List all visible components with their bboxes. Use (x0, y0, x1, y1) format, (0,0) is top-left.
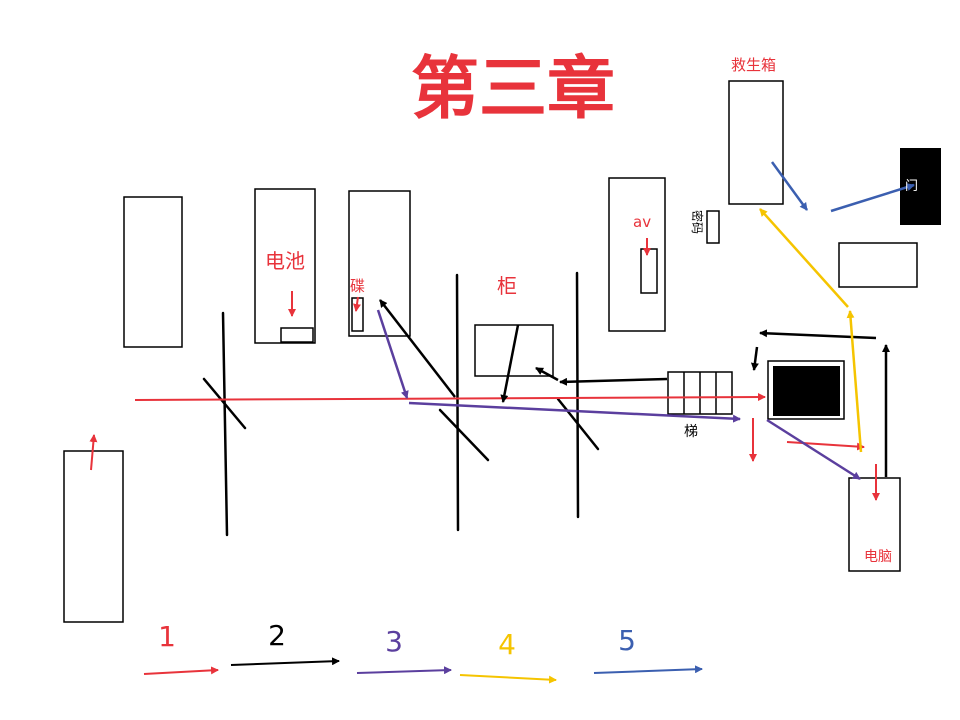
ladder-label: 梯 (684, 424, 698, 440)
rescue-box-label: 救生箱 (731, 56, 776, 74)
disc-label: 碟 (350, 277, 365, 295)
bottom-left-box (63, 450, 124, 623)
av-label: av (633, 213, 651, 231)
route-5 (770, 161, 915, 213)
legend-number-3: 3 (385, 625, 403, 658)
left-cabinet-box (123, 196, 183, 348)
legend-arrow-2 (230, 657, 340, 666)
legend-arrow-4 (459, 674, 557, 684)
legend-number-2: 2 (268, 619, 286, 652)
right-table-box (838, 242, 918, 288)
battery-slot (280, 327, 314, 343)
door-label: 门 (905, 179, 918, 194)
rescue-box (728, 80, 784, 205)
password-label: 密码 (690, 210, 705, 234)
black-block (773, 366, 840, 416)
legend-arrow-1 (143, 666, 219, 675)
page-title: 第三章 (411, 50, 615, 129)
battery-cabinet-box (254, 188, 316, 344)
disc-cabinet-box (348, 190, 411, 337)
av-cabinet-box (608, 177, 666, 332)
ladder (667, 371, 733, 415)
route-4 (759, 208, 863, 453)
battery-label: 电池 (265, 249, 305, 273)
computer-box (848, 477, 901, 572)
route-2 (379, 299, 890, 477)
cabinet-box (474, 324, 554, 377)
legend-arrow-5 (593, 665, 703, 674)
black-block-outline (767, 360, 845, 420)
computer-label: 电脑 (864, 549, 892, 565)
legend-number-1: 1 (158, 620, 176, 653)
route-1 (89, 238, 880, 501)
legend: 1 2 3 4 5 (143, 619, 703, 684)
legend-arrow-3 (356, 666, 452, 675)
cabinet-label: 柜 (497, 274, 517, 298)
walls (202, 271, 600, 537)
route-3 (376, 309, 861, 481)
legend-number-5: 5 (618, 624, 636, 657)
password-panel (706, 210, 720, 244)
av-slot (640, 248, 658, 294)
legend-number-4: 4 (498, 628, 516, 661)
